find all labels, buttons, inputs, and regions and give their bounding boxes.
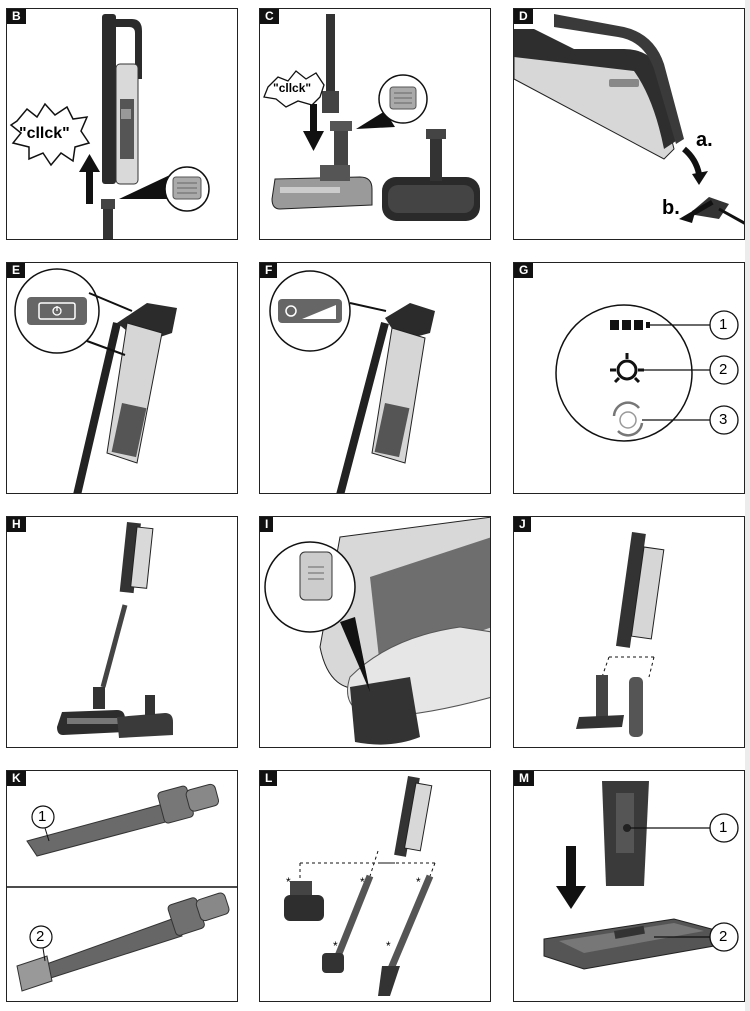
panel-b: B "cllck" bbox=[6, 8, 238, 240]
panel-d-illustration bbox=[514, 14, 744, 225]
panel-label: L bbox=[260, 771, 278, 786]
panel-g: G 1 2 3 bbox=[513, 262, 745, 494]
panel-c: C "cllck" bbox=[259, 8, 491, 240]
panel-label: K bbox=[7, 771, 26, 786]
panel-d: D a. b. bbox=[513, 8, 745, 240]
panel-label: F bbox=[260, 263, 278, 278]
step-a: a. bbox=[696, 129, 713, 151]
panel-l: L * * * * * bbox=[259, 770, 491, 1002]
panel-j-illustration bbox=[576, 531, 665, 737]
warning-icon bbox=[610, 353, 644, 384]
battery-icon bbox=[610, 320, 650, 330]
marker-1: 1 bbox=[719, 819, 728, 836]
page-scrollbar[interactable] bbox=[745, 0, 750, 1011]
panel-f-illustration bbox=[269, 270, 435, 493]
panel-i: I bbox=[259, 516, 491, 748]
rotation-icon bbox=[612, 401, 644, 437]
accessory-mark: * bbox=[286, 875, 291, 889]
marker-2: 2 bbox=[719, 928, 728, 945]
panel-g-illustration bbox=[555, 304, 739, 442]
panel-f: F bbox=[259, 262, 491, 494]
panel-label: J bbox=[514, 517, 531, 532]
panel-label: G bbox=[514, 263, 534, 278]
panel-e: E bbox=[6, 262, 238, 494]
click-callout: "cllck" bbox=[19, 125, 70, 142]
panel-label: I bbox=[260, 517, 274, 532]
panel-l-illustration bbox=[284, 776, 436, 996]
accessory-mark: * bbox=[333, 939, 338, 953]
panel-label: C bbox=[260, 9, 279, 24]
marker-1: 1 bbox=[38, 808, 47, 825]
panel-j: J bbox=[513, 516, 745, 748]
panel-label: H bbox=[7, 517, 26, 532]
panel-label: B bbox=[7, 9, 26, 24]
panel-label: M bbox=[514, 771, 534, 786]
marker-1: 1 bbox=[719, 316, 728, 333]
panel-h: H bbox=[6, 516, 238, 748]
panel-label: D bbox=[514, 9, 533, 24]
marker-2: 2 bbox=[719, 361, 728, 378]
panel-h-illustration bbox=[57, 522, 173, 738]
click-callout: "cllck" bbox=[273, 81, 312, 95]
accessory-mark: * bbox=[386, 939, 391, 953]
panel-c-illustration bbox=[263, 14, 480, 221]
panel-i-illustration bbox=[264, 517, 490, 745]
panel-b-illustration bbox=[9, 14, 210, 239]
step-b: b. bbox=[662, 197, 680, 219]
panel-e-illustration bbox=[14, 268, 177, 493]
panel-k-illustration bbox=[7, 783, 237, 992]
accessory-mark: * bbox=[416, 875, 421, 889]
marker-3: 3 bbox=[719, 411, 728, 428]
panel-m: M 1 2 bbox=[513, 770, 745, 1002]
marker-2: 2 bbox=[36, 928, 45, 945]
panel-k: K 1 2 bbox=[6, 770, 238, 1002]
panel-label: E bbox=[7, 263, 26, 278]
accessory-mark: * bbox=[360, 875, 365, 889]
panel-m-illustration bbox=[543, 781, 739, 970]
